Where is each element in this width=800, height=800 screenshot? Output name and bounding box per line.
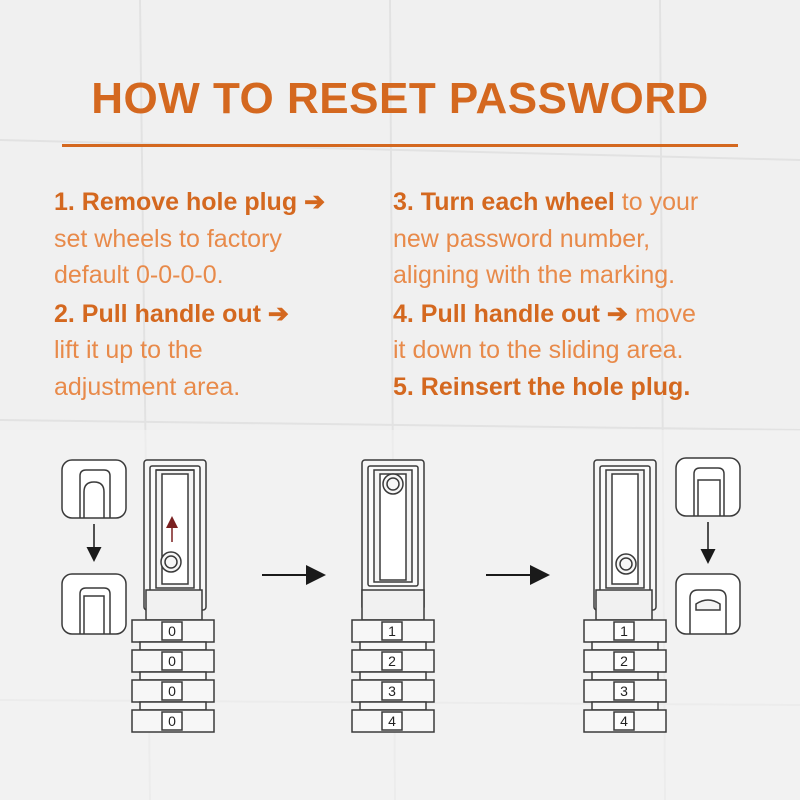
detail-inset-top-left (61, 459, 127, 519)
step-1-line-2: set wheels to factory (54, 224, 282, 253)
lock-final-digit-4: 4 (620, 713, 628, 729)
step-2-line-2: lift it up to the (54, 336, 203, 364)
step-2: 2. Pull handle out ➔ lift it up to the a… (54, 296, 384, 406)
lock-factory-digit-1: 0 (168, 623, 176, 639)
step-5: 5. Reinsert the hole plug. (393, 369, 773, 406)
lock-new-digit-1: 1 (388, 623, 396, 639)
instructions-left-column: 1. Remove hole plug ➔ set wheels to fact… (54, 184, 384, 405)
lock-factory (143, 459, 207, 621)
lock-final-digit-3: 3 (620, 683, 628, 699)
detail-inset-top-right (675, 457, 741, 517)
right-arrow-icon: ➔ (304, 188, 326, 216)
page-title: HOW TO RESET PASSWORD (91, 74, 709, 123)
lock-factory-wheels (131, 619, 215, 733)
step-4: 4. Pull handle out ➔ move it down to the… (393, 296, 773, 369)
lock-diagram: 0 0 0 0 1 2 (61, 457, 741, 733)
step-4-line-2: it down to the sliding area. (393, 336, 684, 364)
step-5-heading: 5. Reinsert the hole plug. (393, 372, 691, 401)
step-1-line-3: default 0-0-0-0. (54, 261, 224, 289)
lock-final-digit-1: 1 (620, 623, 628, 639)
right-arrow-icon: ➔ (606, 299, 628, 328)
step-3-line-3: aligning with the marking. (393, 261, 676, 289)
lock-final-wheels (583, 619, 667, 733)
lock-factory-digit-3: 0 (168, 683, 176, 699)
step-4-tail: move (634, 299, 696, 328)
step-2-heading: 2. Pull handle out (54, 299, 261, 328)
step-3-heading: 3. Turn each wheel (393, 188, 615, 216)
lock-new-digit-3: 3 (388, 683, 396, 699)
lock-final-digit-2: 2 (620, 653, 628, 669)
step-4-heading: 4. Pull handle out (393, 299, 600, 328)
lock-new-wheels (351, 619, 435, 733)
step-1: 1. Remove hole plug ➔ set wheels to fact… (54, 184, 384, 294)
lock-new-digit-2: 2 (388, 653, 396, 669)
step-3-line-2: new password number, (393, 224, 651, 253)
lock-final (593, 459, 657, 621)
title-underline (62, 144, 738, 147)
step-1-heading: 1. Remove hole plug (54, 188, 298, 216)
detail-inset-bottom-right (675, 573, 741, 635)
lock-new (361, 459, 425, 621)
step-3: 3. Turn each wheel to your new password … (393, 184, 773, 294)
lock-factory-digit-2: 0 (168, 653, 176, 669)
lock-factory-digit-4: 0 (168, 713, 176, 729)
instructions-right-column: 3. Turn each wheel to your new password … (393, 184, 773, 405)
step-3-tail: to your (621, 188, 699, 216)
detail-inset-bottom-left (61, 573, 127, 635)
lock-new-digit-4: 4 (388, 713, 396, 729)
step-2-line-3: adjustment area. (54, 372, 241, 401)
right-arrow-icon: ➔ (267, 299, 289, 328)
